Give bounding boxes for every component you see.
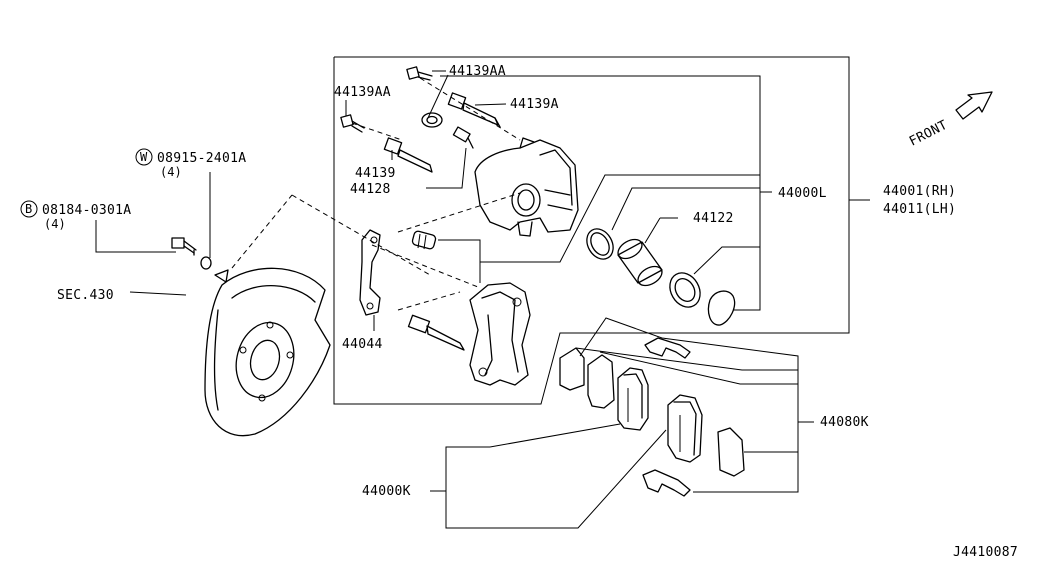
bolt-44139 bbox=[383, 137, 433, 173]
guide-bushing bbox=[421, 112, 443, 128]
shim-plate-44044 bbox=[359, 229, 381, 316]
leader-lines bbox=[95, 70, 870, 529]
label-44000K: 44000K bbox=[362, 484, 411, 499]
label-44139AA-top: 44139AA bbox=[449, 64, 506, 79]
label-44044: 44044 bbox=[342, 337, 383, 352]
label-44128: 44128 bbox=[350, 182, 391, 197]
cap-44128 bbox=[452, 126, 474, 149]
piston-44122 bbox=[617, 238, 663, 287]
caliper-bracket bbox=[469, 282, 531, 386]
label-44080K: 44080K bbox=[820, 415, 869, 430]
shim-outer bbox=[717, 427, 745, 477]
shim-inner-right bbox=[587, 354, 615, 409]
pad-clip-lower bbox=[642, 469, 691, 497]
label-bolt-qty: (4) bbox=[44, 217, 66, 231]
label-44011-LH: 44011(LH) bbox=[883, 202, 956, 217]
brake-pad-outer bbox=[667, 394, 703, 463]
brake-pad-inner bbox=[617, 367, 649, 431]
brake-backing-plate bbox=[204, 267, 331, 437]
label-front: FRONT bbox=[907, 118, 950, 150]
dust-boot bbox=[669, 272, 701, 308]
label-44122: 44122 bbox=[693, 211, 734, 226]
label-washer-qty: (4) bbox=[160, 165, 182, 179]
alignment-dash-lines bbox=[231, 77, 521, 311]
bolt-44139AA-left bbox=[340, 114, 365, 133]
diagram-id: J4410087 bbox=[953, 545, 1018, 560]
bolt-prefix-circle-icon bbox=[20, 200, 38, 218]
bolt-44139A bbox=[447, 92, 501, 128]
retaining-ring bbox=[707, 290, 736, 326]
piston-seal bbox=[586, 228, 614, 260]
label-44001-RH: 44001(RH) bbox=[883, 184, 956, 199]
label-44139A: 44139A bbox=[510, 97, 559, 112]
label-44139: 44139 bbox=[355, 166, 396, 181]
boot-lower-pin bbox=[411, 230, 437, 250]
washer-prefix-circle-icon bbox=[135, 148, 153, 166]
caliper-body bbox=[474, 137, 579, 237]
shim-inner-left bbox=[559, 347, 585, 391]
shield-washer bbox=[200, 256, 212, 270]
label-washer-code: 08915-2401A bbox=[157, 151, 246, 166]
pad-clip-upper bbox=[644, 337, 691, 359]
lower-guide-pin bbox=[407, 314, 465, 351]
label-44139AA-left: 44139AA bbox=[334, 85, 391, 100]
label-sec-430: SEC.430 bbox=[57, 288, 114, 303]
shield-bolt bbox=[171, 237, 197, 256]
label-bolt-code: 08184-0301A bbox=[42, 203, 131, 218]
label-44000L: 44000L bbox=[778, 186, 827, 201]
front-direction-arrow-icon bbox=[955, 91, 993, 120]
caliper-assembly-frame bbox=[333, 56, 850, 405]
bolt-prefix-text: B bbox=[25, 202, 32, 216]
bolt-44139AA-top bbox=[406, 66, 433, 81]
washer-prefix-text: W bbox=[140, 150, 148, 164]
